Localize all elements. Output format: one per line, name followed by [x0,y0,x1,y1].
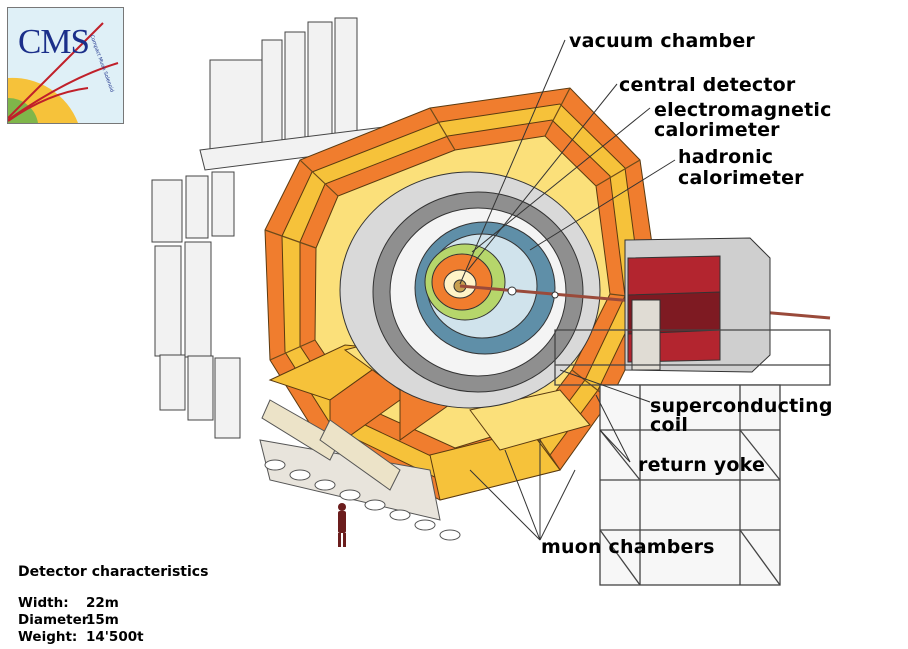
left-scaffolding [151,17,441,439]
label-superconducting-2: coil [650,414,689,436]
label-return-yoke: return yoke [638,454,766,476]
logo-graphic [8,8,123,123]
logo-text: CMS [18,22,90,61]
endcap-right [624,237,771,373]
person-silhouette [338,503,346,547]
foot-pads [264,459,461,541]
specs-title: Detector characteristics [18,564,209,580]
spec-row-weight: Weight: 14'500t [18,629,144,645]
spec-key: Weight: [18,629,78,645]
leader-lines [459,39,676,541]
spec-row-diameter: Diameter:15m [18,612,119,628]
label-em-calorimeter-1: electromagnetic [654,99,832,121]
inner-barrel [339,171,601,409]
spec-key: Diameter: [18,612,94,628]
spec-key: Width: [18,595,69,611]
cms-logo: CMS Compact Muon Solenoid [7,7,124,124]
label-em-calorimeter-2: calorimeter [654,119,780,141]
label-vacuum-chamber: vacuum chamber [569,30,755,52]
label-hadronic-2: calorimeter [678,167,804,189]
spec-row-width: Width: 22m [18,595,119,611]
label-central-detector: central detector [619,74,796,96]
label-hadronic-1: hadronic [678,146,774,168]
spec-value: 22m [86,595,119,611]
label-muon-chambers: muon chambers [541,536,715,558]
support-frame-right [554,329,831,586]
spec-value: 15m [86,612,119,628]
spec-value: 14'500t [86,629,144,645]
label-superconducting-1: superconducting [650,395,833,417]
support-feet [259,399,441,521]
